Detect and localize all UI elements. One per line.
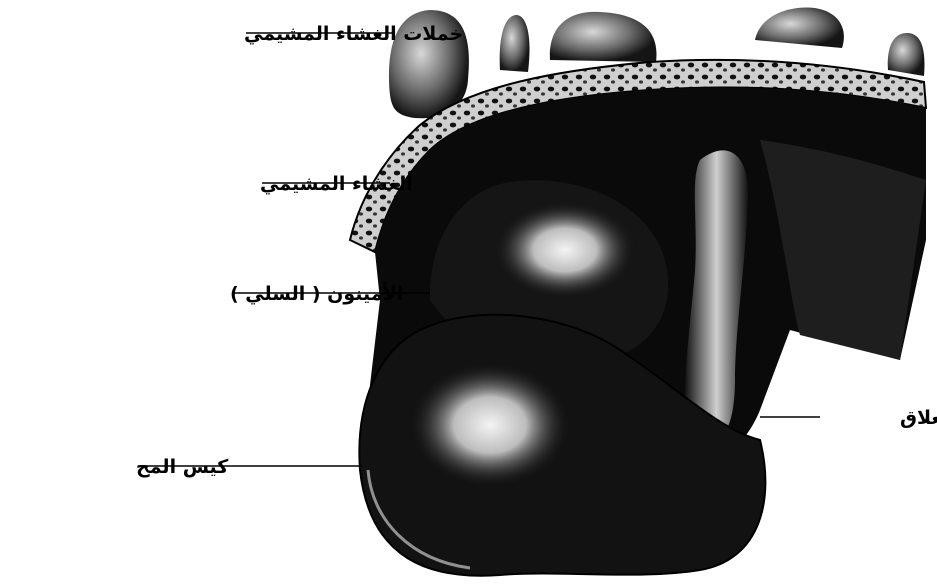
label-chorionic-villi: خملات الغشاء المشيمي (244, 23, 463, 45)
yolk-sac-highlight (410, 363, 570, 487)
label-yolk-sac: كيس المح (136, 456, 229, 478)
label-chorion: الغشاء المشيمي (260, 173, 413, 195)
label-amnion: الأمينون ( السلي ) (230, 282, 403, 305)
label-connecting-stalk: المعلاق (900, 407, 937, 429)
amnion-highlight (495, 202, 635, 298)
